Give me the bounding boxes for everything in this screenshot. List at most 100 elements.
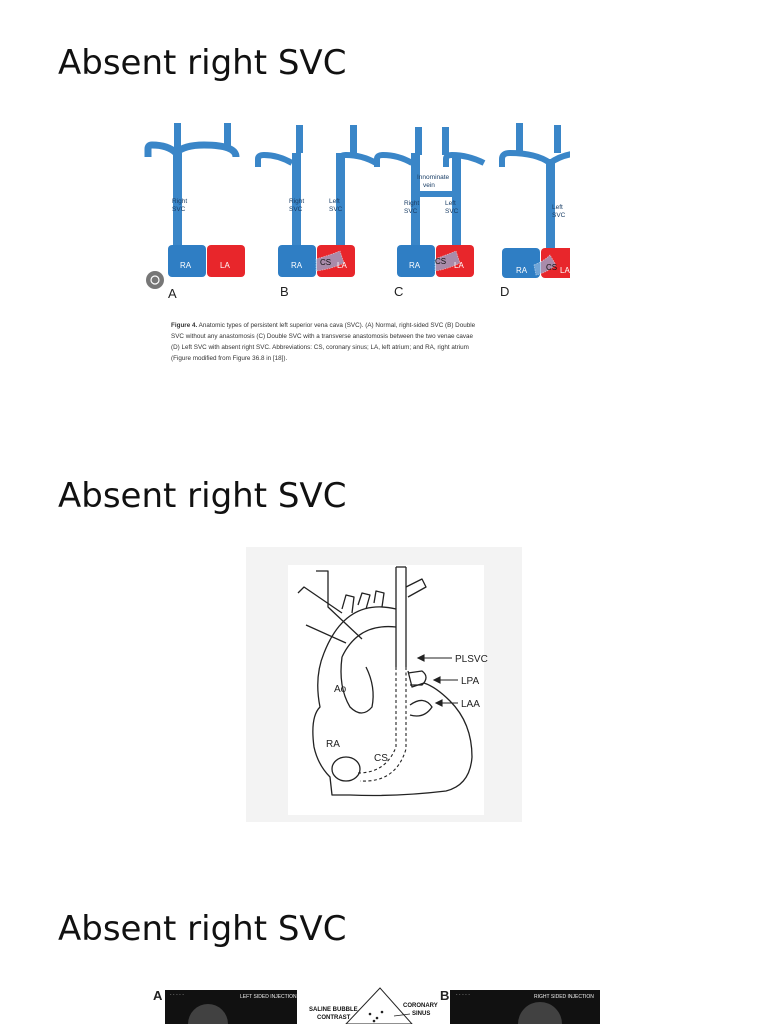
vein-upper: [224, 123, 231, 149]
echo-sector-left: [188, 1004, 228, 1024]
slide-title: Absent right SVC: [58, 43, 347, 83]
cs-label: CS: [320, 258, 331, 267]
panel-a: Right SVC RA LA A: [144, 123, 245, 301]
right-brachiocephalic: [255, 151, 294, 167]
right-svc: [173, 153, 182, 245]
la-box: [207, 245, 245, 277]
vessel-branch: [297, 586, 343, 614]
vein-label: SVC: [289, 206, 303, 213]
aortic-arch-inner: [341, 625, 397, 658]
arch-branch: [357, 592, 371, 610]
panel-b: Right SVC Left SVC RA CS LA B: [255, 125, 378, 299]
echo-figure: A · · · · · LEFT SIDED INJECTION SALINE …: [153, 987, 600, 1024]
caption-bold: Figure 4.: [171, 322, 197, 329]
ao-label: Ao: [334, 684, 347, 695]
heart-drawing-figure: Ao RA CS PLSVC LPA LAA: [246, 547, 522, 822]
label-arrows: [416, 654, 458, 707]
vein-label: vein: [423, 182, 435, 189]
caption-line-2: SVC without any anastomosis (C) Double S…: [171, 333, 474, 340]
vein-label: SVC: [329, 206, 343, 213]
vein-label: Left: [445, 200, 456, 207]
brachiocephalic-veins: [499, 149, 570, 167]
right-svc: [411, 153, 420, 245]
ra-box: [278, 245, 316, 277]
plsvc-branch: [405, 578, 427, 598]
arrow-lpa-head: [432, 676, 441, 684]
schematic-triangle: [345, 987, 413, 1024]
la-label: LA: [560, 266, 570, 275]
panel-letter: C: [394, 284, 403, 299]
bubble-dot: [375, 1016, 379, 1020]
right-svc: [292, 153, 301, 245]
vein-label: SVC: [404, 208, 418, 215]
coronary-label-2: SINUS: [412, 1011, 430, 1017]
laa: [409, 699, 433, 717]
plsvc-label: PLSVC: [455, 654, 488, 665]
bubble-dot: [380, 1010, 384, 1014]
la-box: [541, 248, 570, 278]
aortic-arch: [323, 606, 397, 654]
panel-letter: A: [168, 286, 177, 301]
ra-label: RA: [409, 261, 421, 270]
panel-letter: B: [280, 284, 289, 299]
coronary-label-1: CORONARY: [403, 1003, 438, 1009]
arrow-laa-head: [434, 699, 443, 707]
ra-box: [502, 248, 540, 278]
ra-box: [397, 245, 435, 277]
echo-header-right: · · · · ·: [456, 992, 470, 998]
la-label: LA: [337, 261, 347, 270]
lpa-label: LPA: [461, 676, 479, 687]
ra-label: RA: [291, 261, 303, 270]
arch-branch: [373, 590, 385, 608]
slide-title: Absent right SVC: [58, 909, 347, 949]
cs-label: CS: [546, 263, 557, 272]
la-label: LA: [454, 261, 464, 270]
ra-box: [168, 245, 206, 277]
ra-label: RA: [516, 266, 528, 275]
panel-d: Left SVC RA CS LA D: [499, 123, 570, 299]
right-brachiocephalic: [374, 151, 414, 167]
coronary-sinus: [315, 250, 345, 272]
coronary-sinus: [434, 250, 461, 272]
heart-body: [312, 652, 473, 797]
echo-sector-right: [518, 1002, 562, 1024]
slide-title: Absent right SVC: [58, 476, 347, 516]
cs-label: CS: [374, 753, 388, 764]
vein-label: Right: [404, 200, 419, 207]
coronary-sinus: [533, 254, 557, 276]
laa-label: LAA: [461, 699, 480, 710]
vein-upper: [174, 123, 181, 155]
left-svc: [336, 153, 345, 253]
right-injection-title: RIGHT SIDED INJECTION: [534, 994, 594, 1000]
echo-image-left: [165, 990, 297, 1024]
ra-label: RA: [180, 261, 192, 270]
caption-line-3: (D) Left SVC with absent right SVC. Abbr…: [171, 344, 469, 351]
vein-label: Innominate: [417, 174, 450, 181]
vein-upper: [554, 125, 561, 153]
left-svc: [452, 153, 461, 253]
brachiocephalic-veins: [144, 141, 240, 158]
lens-icon[interactable]: [146, 271, 164, 289]
vein-label: SVC: [172, 206, 186, 213]
ra-label: RA: [326, 739, 340, 750]
caption-text: Anatomic types of persistent left superi…: [197, 322, 475, 329]
la-label: LA: [220, 261, 230, 270]
lens-icon-inner: [150, 275, 160, 285]
coronary-arrow: [393, 1013, 411, 1017]
saline-label-1: SALINE BUBBLE: [309, 1007, 358, 1013]
bubble-dot: [372, 1019, 376, 1023]
vein-upper: [442, 127, 449, 155]
innominate-vein: [419, 191, 453, 197]
vein-label: Left: [329, 198, 340, 205]
arrow-plsvc-head: [416, 654, 425, 662]
left-brachiocephalic: [337, 151, 378, 167]
caption-line-4: (Figure modified from Figure 36.8 in [18…: [171, 355, 287, 362]
saline-label-2: CONTRAST: [317, 1015, 351, 1021]
vein-label: Right: [172, 198, 187, 205]
bubble-dot: [368, 1012, 372, 1016]
heart-outline: [297, 566, 473, 797]
vein-label: Left: [552, 204, 563, 211]
aorta-root: [340, 656, 374, 714]
panel-c: Innominate vein Right SVC Left SVC RA CS…: [374, 127, 486, 299]
vessel-branch: [305, 624, 347, 644]
